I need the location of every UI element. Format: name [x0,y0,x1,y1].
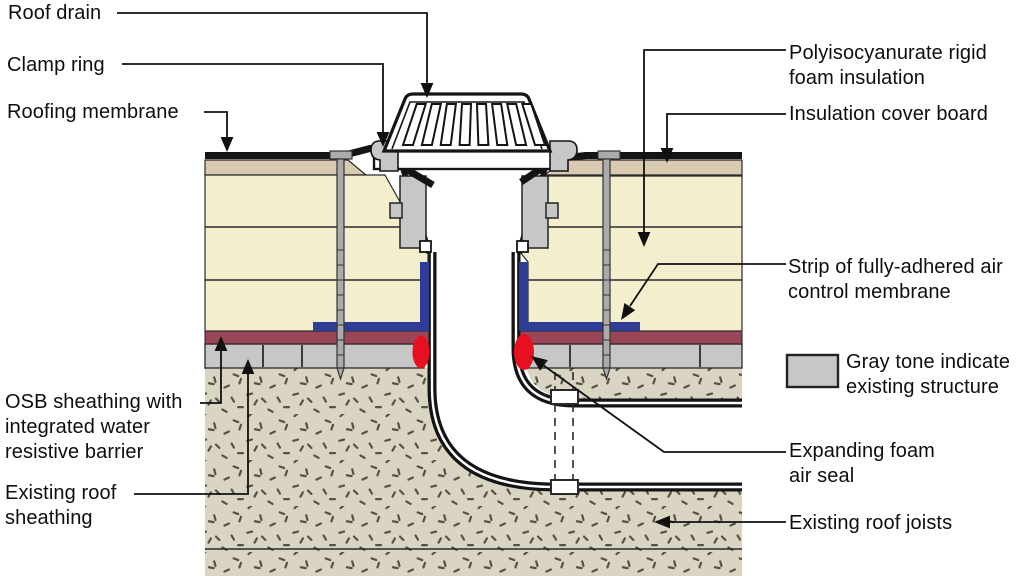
leader-polyiso [637,49,786,247]
label-osb-sheathing: OSB sheathing with integrated water resi… [5,390,182,465]
label-text: resistive barrier [5,441,144,463]
leader-insulation-cover-board [660,113,786,163]
leader-roof-drain [117,12,434,98]
leader-osb-sheathing [200,336,228,404]
roof-drain-assembly [342,92,587,254]
drain-flange [372,148,556,171]
leader-clamp-ring [122,63,390,147]
label-text: Expanding foam [789,440,935,462]
hidden-joist-break [550,372,579,495]
label-air-control-strip: Strip of fully-adhered air control membr… [788,255,1003,305]
arrowhead [621,303,636,320]
arrowhead [531,356,548,371]
label-polyiso: Polyisocyanurate rigid foam insulation [789,41,987,91]
arrowhead [654,515,670,529]
insulation-fastener-right [597,150,621,381]
label-text: air seal [789,465,855,487]
leader-expanding-foam [531,356,786,453]
arrowhead [220,137,234,152]
label-text: Insulation cover board [789,103,988,125]
leader-lines [117,12,786,529]
leader-existing-roof-sheathing [134,359,255,495]
expanding-foam-seal [412,334,534,370]
label-text: Strip of fully-adhered air [788,256,1003,278]
label-text: Existing roof [5,482,117,504]
arrowhead [214,336,228,351]
label-roofing-membrane: Roofing membrane [7,100,179,125]
arrowhead [420,83,434,98]
label-text: integrated water [5,416,151,438]
label-text: sheathing [5,507,93,529]
label-existing-roof-sheathing: Existing roof sheathing [5,481,116,531]
label-text: Polyisocyanurate rigid [789,42,987,64]
polyiso-insulation-layer [204,174,743,332]
label-text: Roofing membrane [7,101,179,123]
label-text: existing structure [846,376,999,398]
air-control-membrane-strip [313,262,640,331]
label-text: Existing roof joists [789,512,953,534]
label-text: OSB sheathing with [5,391,183,413]
arrowhead [660,148,674,163]
label-text: foam insulation [789,67,926,89]
leader-roofing-membrane [204,111,234,152]
legend-caption: Gray tone indicate existing structure [846,350,1010,400]
strainer-dome [381,92,553,153]
drain-bowl-flanks [389,175,559,249]
label-text: control membrane [788,281,951,303]
arrowhead [376,132,390,147]
arrowhead [241,359,255,374]
label-expanding-foam: Expanding foam air seal [789,439,935,489]
label-text: Clamp ring [7,54,105,76]
insulation-fastener-left [329,150,353,381]
label-text: Roof drain [8,2,102,24]
legend-swatch [785,353,840,389]
insulation-joint-lines [205,226,742,281]
label-insulation-cover-board: Insulation cover board [789,102,988,127]
leader-existing-roof-joists [654,515,786,529]
label-text: Gray tone indicate [846,351,1011,373]
arrowhead [637,232,651,247]
strainer-slots [401,103,547,146]
label-clamp-ring: Clamp ring [7,53,105,78]
leader-air-control-strip [621,263,786,320]
existing-sheathing-layer [204,343,743,369]
label-existing-roof-joists: Existing roof joists [789,511,952,536]
label-roof-drain: Roof drain [8,1,101,26]
